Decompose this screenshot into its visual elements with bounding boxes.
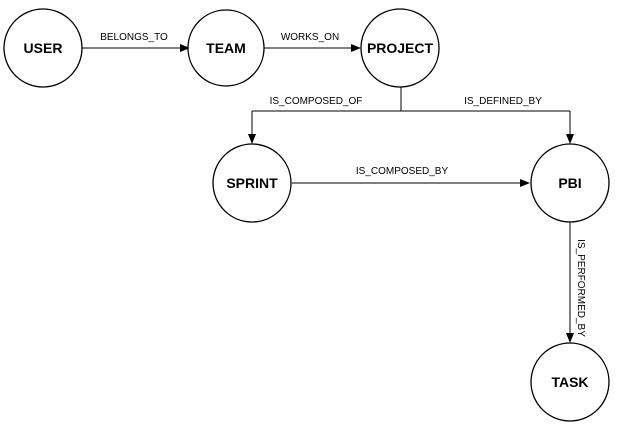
- node-user-label: USER: [24, 40, 63, 56]
- node-task: TASK: [530, 342, 610, 422]
- edge-is-composed-of-arrowhead: [248, 134, 256, 144]
- edge-works-on: WORKS_ON: [264, 32, 361, 52]
- edge-is-performed-by: IS_PERFORMED_BY: [566, 222, 586, 343]
- edge-is-composed-of: IS_COMPOSED_OF: [248, 96, 362, 144]
- node-user-circle: [3, 8, 83, 88]
- edge-works-on-arrowhead: [351, 44, 361, 52]
- edge-project-split: [252, 87, 570, 112]
- node-team-circle: [187, 9, 265, 87]
- edge-is-performed-by-label: IS_PERFORMED_BY: [575, 239, 586, 337]
- node-team: TEAM: [187, 9, 265, 87]
- node-project: PROJECT: [360, 8, 440, 88]
- edge-is-composed-by: IS_COMPOSED_BY: [292, 166, 530, 187]
- node-task-label: TASK: [551, 374, 588, 390]
- node-project-label: PROJECT: [367, 40, 434, 56]
- node-pbi-label: PBI: [558, 175, 581, 191]
- node-user: USER: [3, 8, 83, 88]
- node-task-circle: [530, 342, 610, 422]
- edge-belongs-to-label: BELONGS_TO: [100, 32, 168, 43]
- node-pbi: PBI: [530, 143, 610, 223]
- edge-is-defined-by: IS_DEFINED_BY: [464, 96, 574, 144]
- edge-is-composed-by-arrowhead: [520, 179, 530, 187]
- edge-is-defined-by-arrowhead: [566, 134, 574, 144]
- edge-is-performed-by-arrowhead: [566, 333, 574, 343]
- node-team-label: TEAM: [206, 40, 246, 56]
- edge-works-on-label: WORKS_ON: [281, 32, 339, 43]
- edge-belongs-to: BELONGS_TO: [82, 32, 190, 52]
- edge-is-composed-by-label: IS_COMPOSED_BY: [356, 166, 449, 177]
- edge-belongs-to-arrowhead: [180, 44, 190, 52]
- node-sprint-label: SPRINT: [226, 175, 278, 191]
- node-project-circle: [360, 8, 440, 88]
- node-sprint: SPRINT: [212, 143, 292, 223]
- edge-is-defined-by-label: IS_DEFINED_BY: [464, 96, 542, 107]
- node-sprint-circle: [212, 143, 292, 223]
- node-pbi-circle: [530, 143, 610, 223]
- edge-is-composed-of-label: IS_COMPOSED_OF: [270, 96, 363, 107]
